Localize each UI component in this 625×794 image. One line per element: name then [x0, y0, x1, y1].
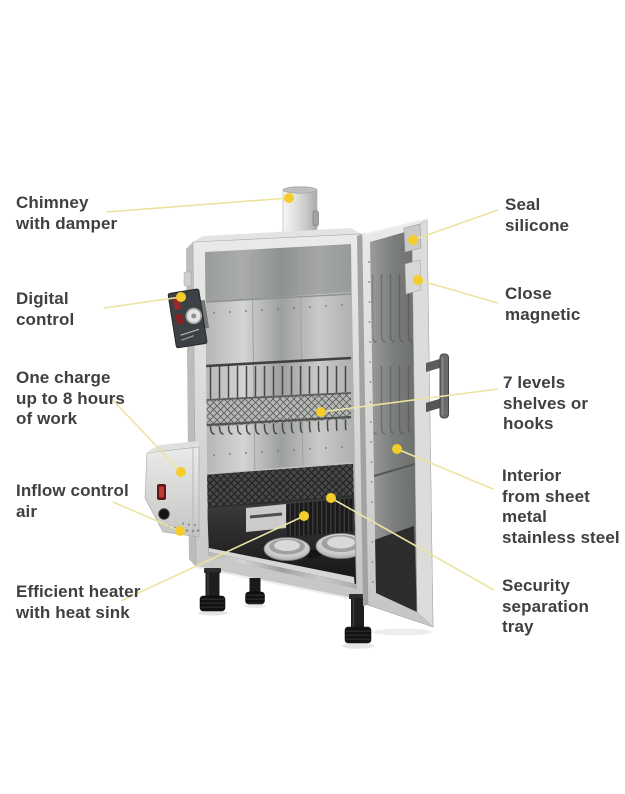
cabinet-top-face [193, 228, 361, 242]
leader-dot-interior [392, 444, 402, 454]
leader-dot-digital-control [176, 292, 186, 302]
door-mid-member [373, 463, 416, 477]
door-rivets [368, 261, 374, 583]
bottom-lip-highlight [195, 566, 369, 603]
leader-lines [103, 197, 499, 602]
door-hook-reflection [372, 247, 413, 442]
leader-line-heater [120, 515, 305, 602]
label-efficient-heater: Efficient heater with heat sink [16, 582, 141, 622]
leg-rear-center [245, 578, 265, 605]
leader-dot-seal [408, 235, 418, 245]
control-box [246, 504, 286, 532]
tray-top-highlight [205, 462, 354, 475]
leader-line-interior [396, 448, 494, 490]
leader-line-magnetic [417, 279, 499, 304]
leader-dot-one-charge [176, 467, 186, 477]
label-7-levels: 7 levels shelves or hooks [503, 373, 589, 433]
leader-dot-chimney [284, 193, 294, 203]
leader-line-levels [320, 388, 499, 413]
label-chimney-with-damper: Chimney with damper [16, 193, 118, 233]
generator-front [144, 446, 200, 538]
chimney-top-rim [282, 186, 318, 194]
control-box-label [249, 512, 283, 519]
shelf-front-wire [205, 392, 352, 401]
panel-text-line [181, 335, 195, 341]
rivet-row-lower [213, 446, 343, 456]
leader-line-security [330, 497, 495, 591]
interior-top-shadow [205, 244, 351, 302]
interior-details [205, 244, 356, 584]
chimney-damper-lever [312, 210, 319, 227]
door-edge-face [411, 218, 434, 628]
digital-control-panel [167, 288, 209, 349]
leg-front-left [199, 568, 226, 612]
leader-line-seal [412, 209, 499, 241]
shelf-front-wire [205, 415, 352, 427]
base-contents [209, 498, 356, 584]
air-knob [158, 508, 170, 520]
label-inflow-control-air: Inflow control air [16, 481, 129, 521]
leg-shadow [342, 643, 374, 649]
label-security-tray: Security separation tray [502, 576, 589, 636]
cabinet [183, 228, 369, 603]
leader-dot-heater [299, 511, 309, 521]
leader-dot-security [326, 493, 336, 503]
label-seal-silicone: Seal silicone [505, 195, 570, 235]
upper-rail [205, 293, 352, 303]
adjustable-legs [198, 568, 374, 649]
leader-dot-magnetic [413, 275, 423, 285]
leg-shadow [198, 610, 228, 616]
power-switch-rocker [159, 486, 164, 498]
side-fitting [183, 271, 192, 287]
leader-line-chimney [105, 197, 290, 213]
hook-rail [205, 356, 352, 368]
heater-heat-sink [287, 498, 355, 537]
door-top-highlight [361, 218, 428, 236]
leader-line-inflow [112, 501, 181, 532]
label-one-charge: One charge up to 8 hours of work [16, 368, 125, 428]
door-magnet-plate [404, 259, 422, 295]
leader-dots [175, 193, 423, 536]
leader-line-one-charge [108, 395, 182, 473]
label-digital-control: Digital control [16, 289, 75, 329]
label-close-magnetic: Close magnetic [505, 284, 581, 324]
leg-front-right [344, 594, 372, 644]
leader-dot-inflow [175, 526, 185, 536]
panel-text-line [180, 328, 200, 336]
door-handle [426, 353, 449, 419]
leader-dot-levels [316, 407, 326, 417]
panel-button [175, 313, 184, 325]
leader-line-digital-control [103, 296, 182, 309]
rivet-row-upper [213, 304, 343, 314]
door-bottom-recess [374, 526, 417, 612]
label-interior-stainless: Interior from sheet metal stainless stee… [502, 466, 620, 547]
panel-dial-center [191, 313, 197, 319]
drip-bowl [263, 537, 311, 561]
door [357, 218, 449, 636]
door-inner-details [372, 247, 417, 612]
separation-tray-mesh [206, 463, 354, 510]
door-shadow [372, 628, 432, 636]
drip-bowl [315, 533, 356, 559]
leg-shadow [244, 604, 266, 608]
smoke-generator [144, 441, 200, 538]
